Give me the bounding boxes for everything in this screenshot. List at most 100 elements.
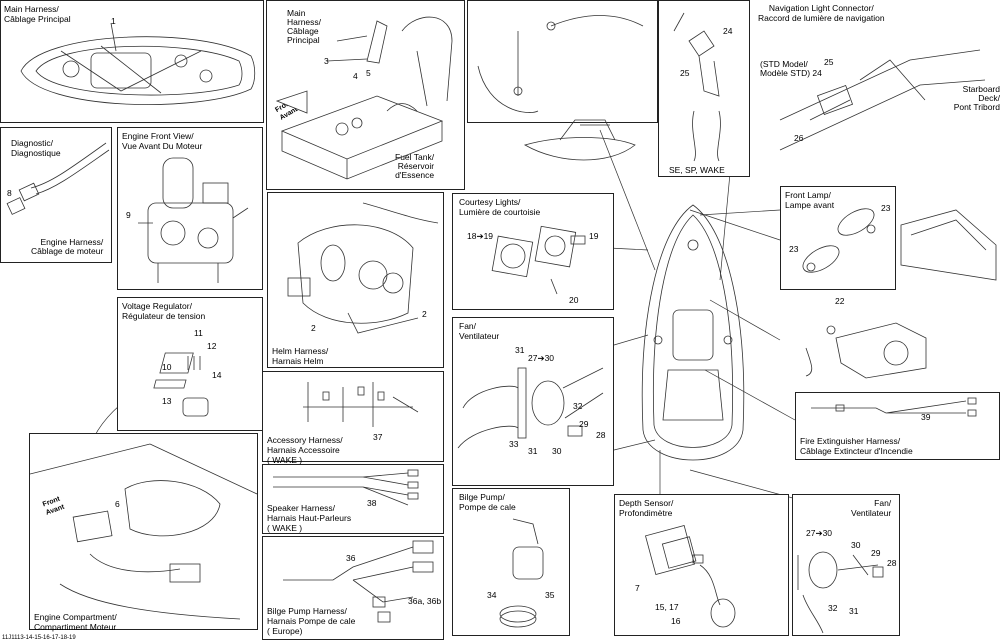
bilge-pump-harness-title: Bilge Pump Harness/Harnais Pompe de cale… bbox=[267, 606, 356, 636]
model-variant-label: SE, SP, WAKE bbox=[669, 165, 725, 175]
callout-31b: 31 bbox=[528, 446, 538, 456]
callout-6: 6 bbox=[115, 499, 120, 509]
callout-11: 11 bbox=[194, 328, 203, 338]
panel-nav-light-detail: 24 25 SE, SP, WAKE bbox=[658, 0, 750, 177]
engine-illustration bbox=[138, 157, 249, 283]
engine-compartment-title: Engine Compartment/Compartiment Moteur bbox=[34, 612, 117, 632]
callout-23a: 23 bbox=[881, 203, 891, 213]
callout-2b: 2 bbox=[422, 309, 427, 319]
panel-accessory-harness: 37 Accessory Harness/Harnais Accessoire(… bbox=[262, 371, 444, 465]
bilge-pump-illustration bbox=[499, 518, 544, 628]
callout-18-19: 18➔19 bbox=[467, 231, 494, 241]
boat-side-illustration bbox=[477, 15, 644, 113]
std-model-label: (STD Model/Modèle STD) 24 bbox=[760, 59, 822, 78]
callout-26: 26 bbox=[794, 133, 804, 143]
panel-main-harness: Main Harness/Câblage Principal 1 bbox=[0, 0, 264, 123]
fan-right-title: Fan/Ventilateur bbox=[851, 498, 892, 518]
starboard-deck-label: Starboard Deck/Pont Tribord bbox=[953, 84, 1000, 112]
callout-27-30: 27➔30 bbox=[528, 353, 555, 363]
panel-diagnostic: Diagnostic/Diagnostique 8 Engine Harness… bbox=[0, 127, 112, 263]
callout-30: 30 bbox=[552, 446, 562, 456]
callout-4: 4 bbox=[353, 71, 358, 81]
panel-voltage-regulator: Voltage Regulator/Régulateur de tension … bbox=[117, 297, 263, 431]
depth-sensor-illustration bbox=[645, 525, 736, 628]
callout-20: 20 bbox=[569, 295, 579, 305]
bow-illustration bbox=[900, 209, 997, 281]
callout-7: 7 bbox=[635, 583, 640, 593]
callout-14: 14 bbox=[212, 370, 222, 380]
callout-5: 5 bbox=[366, 68, 371, 78]
callout-25: 25 bbox=[680, 68, 690, 78]
courtesy-lights-title: Courtesy Lights/Lumière de courtoisie bbox=[459, 197, 541, 217]
callout-13: 13 bbox=[162, 396, 172, 406]
fan-center-title: Fan/Ventilateur bbox=[459, 321, 500, 341]
callout-16: 16 bbox=[671, 616, 681, 626]
callout-23b: 23 bbox=[789, 244, 799, 254]
bilge-pump-title: Bilge Pump/Pompe de cale bbox=[459, 492, 516, 512]
panel-front-lamp: Front Lamp/Lampe avant 23 23 bbox=[780, 186, 896, 290]
courtesy-light-illustration bbox=[491, 225, 586, 295]
panel-engine-front-view: Engine Front View/Vue Avant Du Moteur 9 bbox=[117, 127, 263, 290]
helm-dashboard-illustration bbox=[287, 202, 439, 334]
callout-29b: 29 bbox=[871, 548, 881, 558]
helm-harness-title: Helm Harness/Harnais Helm bbox=[272, 346, 329, 366]
fan-right-illustration bbox=[797, 551, 884, 634]
bilge-pump-harness-illustration bbox=[283, 540, 434, 623]
panel-depth-sensor: Depth Sensor/Profondimètre 7 15, 17 16 bbox=[614, 494, 789, 636]
voltage-regulator-illustration bbox=[153, 352, 209, 417]
voltage-regulator-title: Voltage Regulator/Régulateur de tension bbox=[122, 301, 206, 321]
callout-33: 33 bbox=[509, 439, 519, 449]
callout-34: 34 bbox=[487, 590, 497, 600]
callout-31c: 31 bbox=[849, 606, 859, 616]
panel-bilge-pump: Bilge Pump/Pompe de cale 34 35 bbox=[452, 488, 570, 636]
panel-fire-extinguisher-harness: 39 Fire Extinguisher Harness/Câblage Ext… bbox=[795, 392, 1000, 460]
engine-harness-label: Engine Harness/Câblage de moteur bbox=[31, 237, 104, 256]
panel-helm-harness: 2 2 Helm Harness/Harnais Helm bbox=[267, 192, 444, 368]
boat-hull-top-view bbox=[641, 204, 745, 461]
fire-extinguisher-harness-title: Fire Extinguisher Harness/Câblage Extinc… bbox=[800, 436, 913, 456]
callout-25b: 25 bbox=[824, 57, 834, 67]
callout-8: 8 bbox=[7, 188, 12, 198]
callout-39: 39 bbox=[921, 412, 931, 422]
fan-illustration bbox=[457, 367, 604, 449]
panel-nav-light-boat bbox=[467, 0, 658, 123]
navigation-light-title: Navigation Light Connector/Raccord de lu… bbox=[758, 3, 885, 23]
callout-37: 37 bbox=[373, 432, 383, 442]
panel-fan-center: Fan/Ventilateur 31 27➔30 32 29 28 33 31 … bbox=[452, 317, 614, 486]
callout-30b: 30 bbox=[851, 540, 861, 550]
callout-3: 3 bbox=[324, 56, 329, 66]
fire-extinguisher-harness-illustration bbox=[811, 397, 977, 417]
accessory-harness-title: Accessory Harness/Harnais Accessoire( WA… bbox=[267, 435, 343, 465]
starboard-deck-illustration bbox=[779, 49, 986, 151]
accessory-harness-illustration bbox=[303, 382, 419, 427]
diagnostic-title: Diagnostic/Diagnostique bbox=[11, 138, 61, 158]
front-lamp-title: Front Lamp/Lampe avant bbox=[785, 190, 835, 210]
diagnostic-connector-illustration bbox=[6, 142, 110, 215]
callout-36: 36 bbox=[346, 553, 356, 563]
callout-28b: 28 bbox=[887, 558, 897, 568]
panel-bilge-pump-harness: 36 36a, 36b Bilge Pump Harness/Harnais P… bbox=[262, 536, 444, 640]
speaker-harness-title: Speaker Harness/Harnais Haut-Parleurs( W… bbox=[267, 503, 352, 533]
main-harness-title: Main Harness/Câblage Principal bbox=[4, 4, 71, 24]
callout-22: 22 bbox=[835, 296, 845, 306]
callout-9: 9 bbox=[126, 210, 131, 220]
panel-navigation-light-connector: Navigation Light Connector/Raccord de lu… bbox=[750, 0, 1000, 177]
callout-24: 24 bbox=[723, 26, 733, 36]
callout-29: 29 bbox=[579, 419, 589, 429]
callout-35: 35 bbox=[545, 590, 555, 600]
fire-extinguisher-connector-illustration bbox=[805, 322, 927, 379]
depth-sensor-title: Depth Sensor/Profondimètre bbox=[619, 498, 674, 518]
speaker-harness-illustration bbox=[273, 469, 419, 506]
callout-2a: 2 bbox=[311, 323, 316, 333]
callout-31a: 31 bbox=[515, 345, 525, 355]
callout-36a-36b: 36a, 36b bbox=[408, 596, 442, 606]
engine-front-view-title: Engine Front View/Vue Avant Du Moteur bbox=[122, 131, 203, 151]
callout-27-30b: 27➔30 bbox=[806, 528, 833, 538]
front-lamp-illustration bbox=[802, 208, 876, 273]
callout-10: 10 bbox=[162, 362, 172, 372]
callout-32: 32 bbox=[573, 401, 583, 411]
